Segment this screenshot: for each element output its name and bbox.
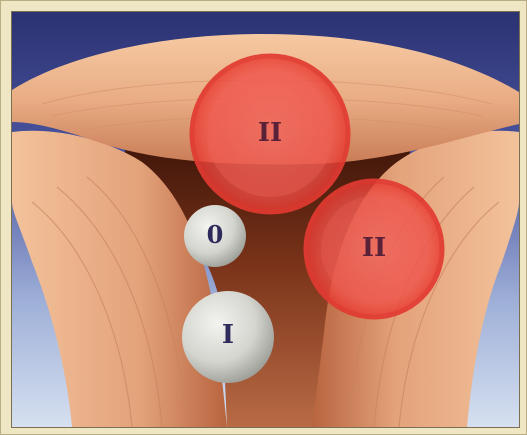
marker-label-ii-fundus: II [250, 118, 290, 148]
marker-label-i: I [211, 320, 245, 350]
uterus-illustration: II 0 II I [11, 11, 520, 428]
marker-label-0: 0 [198, 220, 232, 249]
marker-label-ii-wall: II [354, 233, 394, 263]
